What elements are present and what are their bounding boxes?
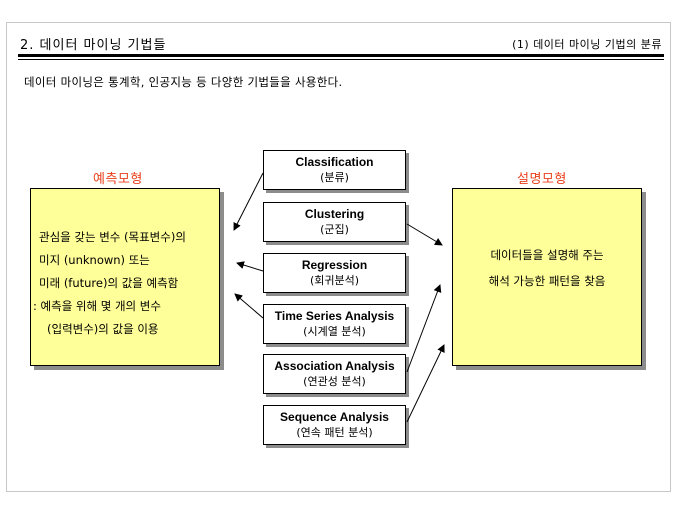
arrow-sequence-to-descriptive — [406, 344, 445, 423]
predictive-model-box: 관심을 갖는 변수 (목표변수)의 미지 (unknown) 또는 미래 (fu… — [30, 188, 220, 366]
technique-regression: Regression (회귀분석) — [263, 253, 406, 293]
technique-name: Clustering — [304, 207, 365, 221]
technique-association: Association Analysis (연관성 분석) — [263, 354, 406, 394]
predictive-line-2: 미지 (unknown) 또는 — [39, 253, 150, 267]
technique-name: Time Series Analysis — [274, 309, 395, 323]
page-title: 2. 데이터 마이닝 기법들 — [20, 38, 167, 53]
section-subtitle: (1) 데이터 마이닝 기법의 분류 — [512, 38, 662, 51]
arrow-classification-to-predictive — [233, 172, 264, 231]
technique-korean: (분류) — [320, 171, 349, 184]
technique-clustering: Clustering (군집) — [263, 202, 406, 242]
technique-korean: (군집) — [320, 223, 349, 236]
predictive-line-4: : 예측을 위해 몇 개의 변수 — [33, 299, 161, 313]
descriptive-line-1: 데이터들을 설명해 주는 — [490, 248, 604, 262]
arrow-time-series-to-predictive — [234, 293, 264, 319]
intro-text: 데이터 마이닝은 통계학, 인공지능 등 다양한 기법들을 사용한다. — [24, 75, 343, 89]
technique-name: Association Analysis — [274, 359, 395, 373]
slide-frame — [6, 22, 671, 492]
predictive-line-5: (입력변수)의 값을 이용 — [47, 322, 159, 336]
technique-classification: Classification (분류) — [263, 150, 406, 190]
technique-korean: (회귀분석) — [309, 274, 360, 287]
technique-korean: (시계열 분석) — [303, 325, 366, 338]
descriptive-line-2: 해석 가능한 패턴을 찾음 — [488, 274, 606, 288]
technique-name: Sequence Analysis — [280, 410, 389, 424]
arrow-association-to-descriptive — [406, 284, 442, 373]
header-rule-thick — [18, 54, 664, 57]
descriptive-model-label: 설명모형 — [517, 172, 567, 187]
technique-korean: (연속 패턴 분석) — [296, 426, 373, 439]
predictive-model-label: 예측모형 — [93, 172, 143, 187]
technique-name: Classification — [295, 155, 374, 169]
technique-time-series: Time Series Analysis (시계열 분석) — [263, 304, 406, 344]
descriptive-model-box: 데이터들을 설명해 주는 해석 가능한 패턴을 찾음 — [452, 188, 642, 366]
technique-name: Regression — [301, 258, 368, 272]
header-rule-thin — [18, 59, 664, 60]
predictive-line-1: 관심을 갖는 변수 (목표변수)의 — [39, 230, 186, 244]
technique-sequence: Sequence Analysis (연속 패턴 분석) — [263, 405, 406, 445]
predictive-line-3: 미래 (future)의 값을 예측함 — [39, 276, 179, 290]
technique-korean: (연관성 분석) — [303, 375, 366, 388]
arrow-regression-to-predictive — [236, 261, 264, 272]
arrow-clustering-to-descriptive — [406, 223, 443, 246]
